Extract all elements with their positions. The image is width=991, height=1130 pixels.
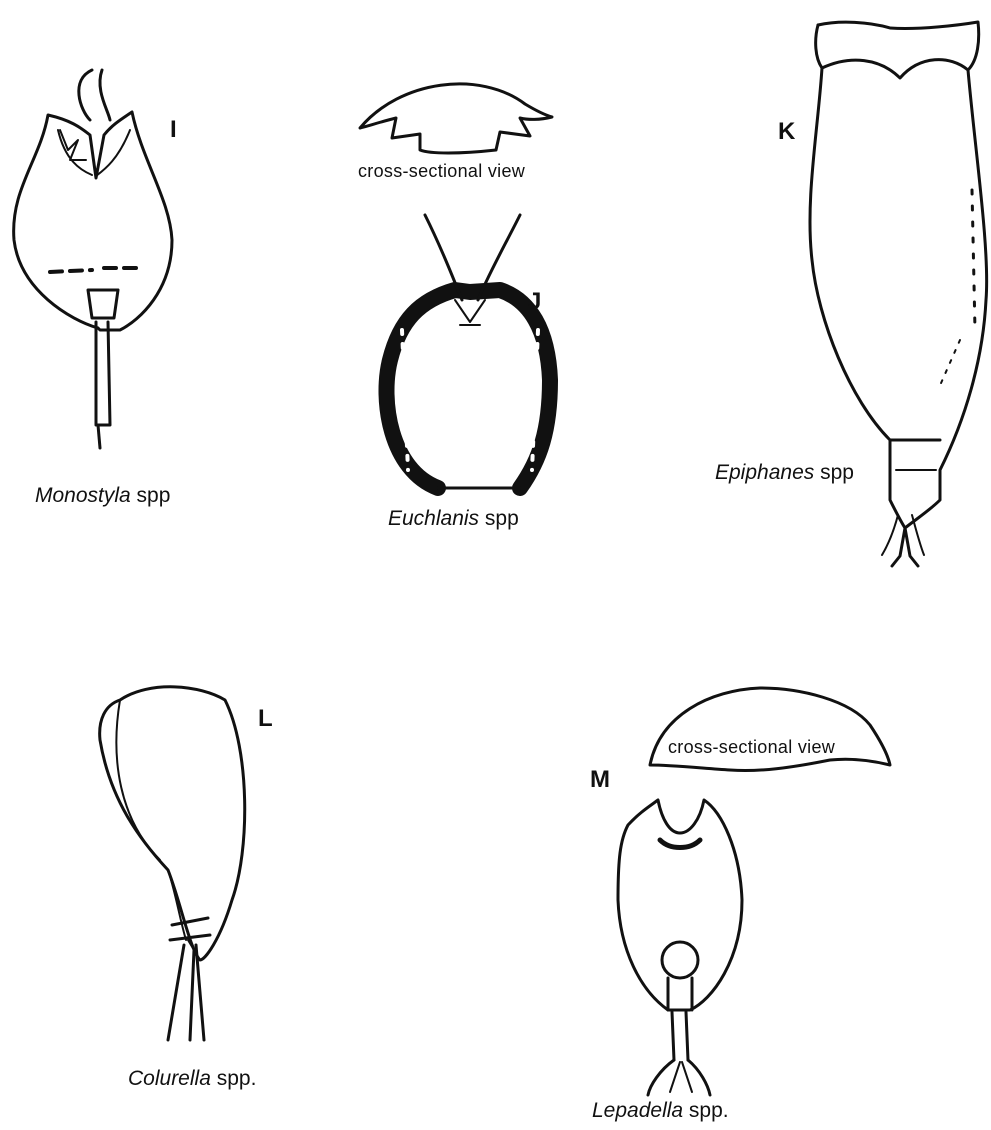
euchlanis-drawing [386, 215, 550, 488]
lepadella-cross-section [650, 688, 890, 771]
taxon-label-monostyla: Monostyla spp [35, 485, 170, 506]
monostyla-drawing [14, 70, 172, 448]
genus-name: Colurella [128, 1067, 211, 1090]
figure-letter-k: K [778, 120, 795, 144]
euchlanis-cross-section [360, 84, 552, 153]
cross-section-caption-m: cross-sectional view [668, 738, 835, 756]
genus-name: Lepadella [592, 1099, 683, 1122]
taxon-label-euchlanis: Euchlanis spp [388, 508, 519, 529]
taxon-label-epiphanes: Epiphanes spp [715, 462, 854, 483]
taxon-label-colurella: Colurella spp. [128, 1068, 256, 1089]
epiphanes-drawing [810, 22, 987, 566]
genus-name: Epiphanes [715, 461, 814, 484]
taxon-label-lepadella: Lepadella spp. [592, 1100, 729, 1121]
cross-section-caption-j: cross-sectional view [358, 162, 525, 180]
colurella-drawing [100, 687, 245, 1040]
figure-letter-i: I [170, 118, 177, 142]
figure-letter-l: L [258, 707, 273, 731]
lepadella-drawing [618, 800, 742, 1095]
genus-name: Monostyla [35, 484, 131, 507]
genus-name: Euchlanis [388, 507, 479, 530]
figure-letter-m: M [590, 768, 610, 792]
spp-suffix: spp [814, 461, 854, 484]
spp-suffix: spp [131, 484, 171, 507]
figure-letter-j: J [528, 290, 541, 314]
spp-suffix: spp [479, 507, 519, 530]
spp-suffix: spp. [683, 1099, 729, 1122]
spp-suffix: spp. [211, 1067, 257, 1090]
